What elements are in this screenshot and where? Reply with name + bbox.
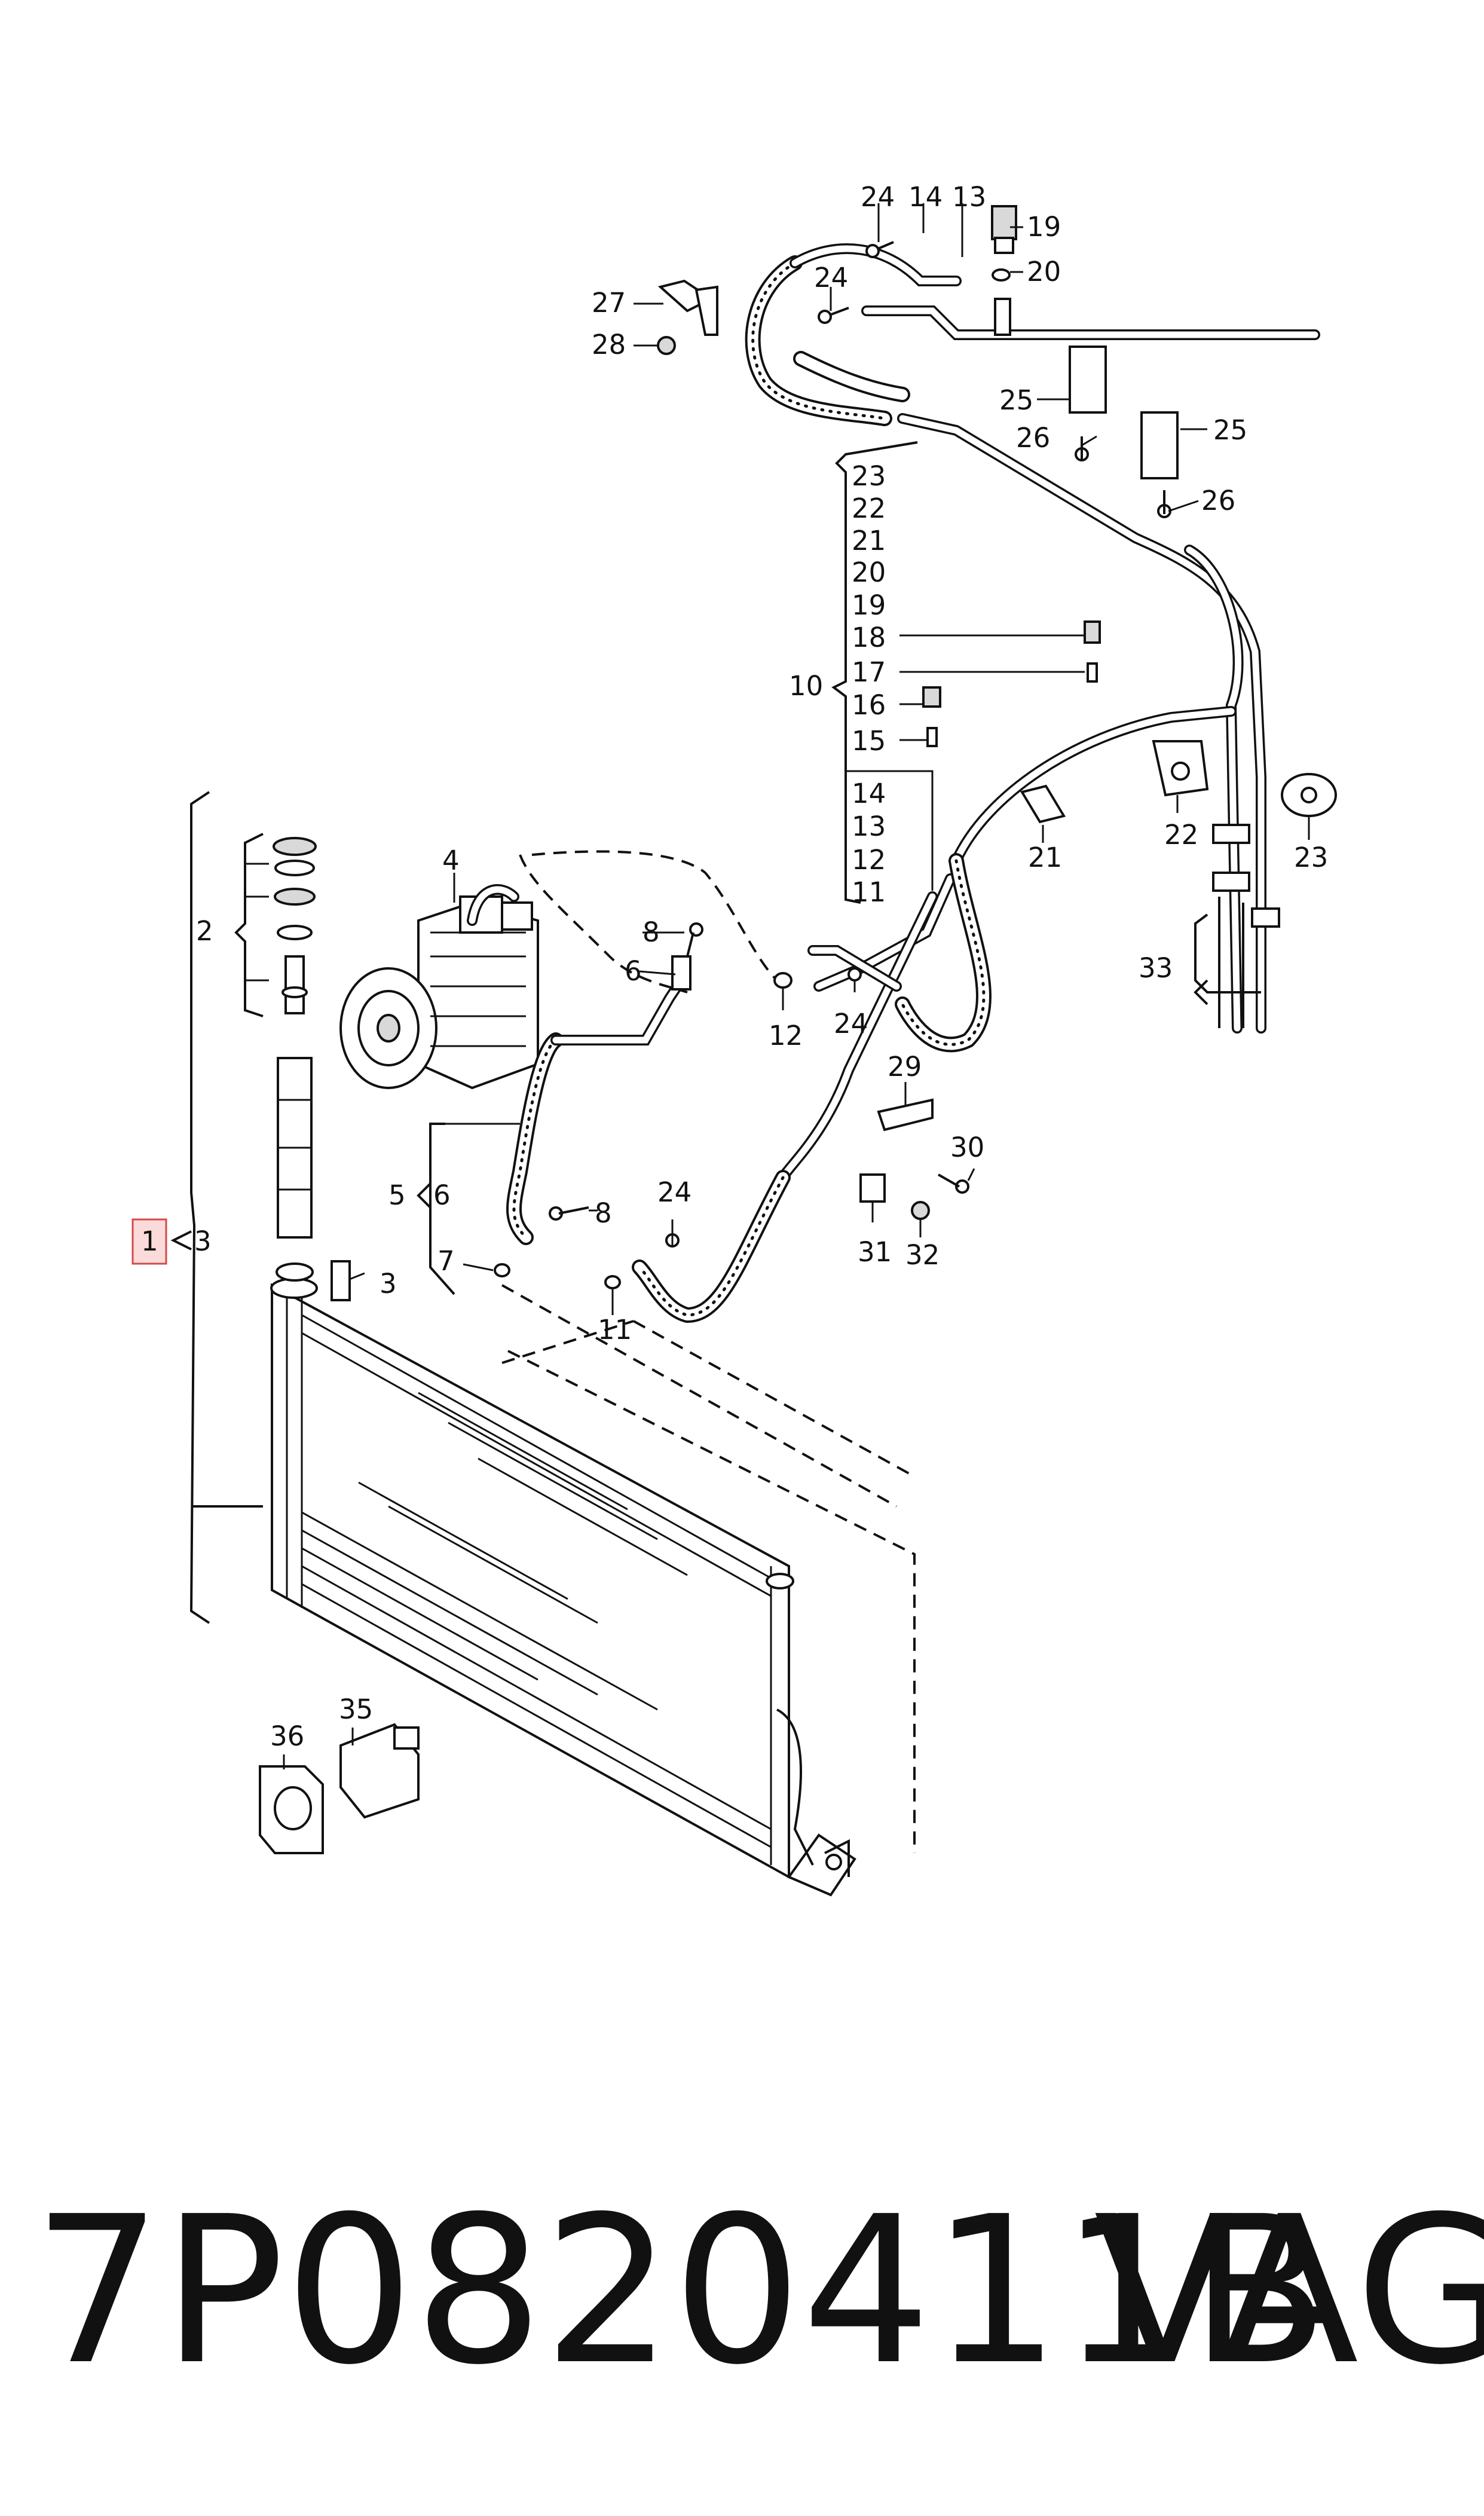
callout-27[interactable]: 27: [592, 287, 626, 319]
callout-24-lower[interactable]: 24: [657, 1176, 691, 1208]
callout-7[interactable]: 7: [437, 1245, 455, 1277]
callout-3-dryer[interactable]: 3: [194, 1225, 212, 1257]
callout-13[interactable]: 13: [952, 181, 986, 213]
leader-lines: [283, 203, 1310, 1769]
callout-11-list[interactable]: 11: [852, 876, 886, 908]
callout-23[interactable]: 23: [1294, 842, 1328, 873]
callout-33[interactable]: 33: [1139, 952, 1173, 984]
callout-10[interactable]: 10: [789, 670, 823, 702]
callout-28[interactable]: 28: [592, 329, 626, 360]
callout-14-list[interactable]: 14: [852, 778, 886, 809]
callout-24-middle[interactable]: 24: [834, 1008, 868, 1040]
callout-13-list[interactable]: 13: [852, 811, 886, 842]
callout-2[interactable]: 2: [196, 915, 213, 947]
callout-19[interactable]: 19: [1027, 211, 1061, 243]
callout-26-right[interactable]: 26: [1201, 485, 1235, 516]
callout-16[interactable]: 16: [852, 689, 886, 721]
callout-5[interactable]: 5: [388, 1179, 406, 1211]
part-number-text: 7P0820411B: [33, 2173, 1329, 2410]
callout-22[interactable]: 22: [1164, 819, 1198, 851]
callout-25-left[interactable]: 25: [999, 384, 1033, 416]
callout-23-list[interactable]: 23: [852, 460, 886, 492]
callout-8-bottom[interactable]: 8: [595, 1197, 612, 1229]
callout-36[interactable]: 36: [270, 1720, 304, 1752]
callout-22-list[interactable]: 22: [852, 493, 886, 524]
callout-6-compressor[interactable]: 6: [625, 955, 642, 987]
callout-8-top[interactable]: 8: [642, 916, 660, 948]
callout-25-right[interactable]: 25: [1213, 414, 1247, 446]
small-parts: [259, 205, 1337, 1854]
callout-32[interactable]: 32: [905, 1239, 940, 1271]
callout-12-list[interactable]: 12: [852, 844, 886, 876]
callout-24-upper[interactable]: 24: [814, 262, 848, 294]
callout-15[interactable]: 15: [852, 725, 886, 757]
callout-30[interactable]: 30: [950, 1132, 984, 1163]
assembly-brackets: [170, 791, 269, 1624]
ac-compressor: [339, 895, 539, 1090]
callout-1[interactable]: 1: [141, 1225, 158, 1257]
callout-17[interactable]: 17: [852, 656, 886, 688]
refrigerant-lines: [467, 243, 1320, 1877]
callout-29[interactable]: 29: [888, 1051, 922, 1083]
brand-text: VAG: [1094, 2173, 1484, 2410]
callout-21-list[interactable]: 21: [852, 525, 886, 557]
callout-20[interactable]: 20: [1027, 256, 1061, 288]
callout-3-bracket[interactable]: 3: [380, 1268, 397, 1300]
receiver-dryer: [273, 837, 317, 1282]
callout-4[interactable]: 4: [442, 845, 460, 876]
condenser: [270, 1260, 856, 1897]
callout-31[interactable]: 31: [858, 1236, 892, 1268]
highlighted-callout-box: [131, 1218, 167, 1265]
callout-11[interactable]: 11: [598, 1314, 632, 1346]
callout-6-hose[interactable]: 6: [433, 1179, 451, 1211]
callout-19-list[interactable]: 19: [852, 589, 886, 621]
callout-18[interactable]: 18: [852, 622, 886, 653]
callout-20-list[interactable]: 20: [852, 557, 886, 588]
callout-labels: 1 3 3 2 4 5 6 6 7 8 8 10 11 11 12 12 13 …: [131, 181, 1328, 1752]
callout-12[interactable]: 12: [769, 1020, 803, 1051]
callout-26-left[interactable]: 26: [1016, 422, 1050, 454]
callout-35[interactable]: 35: [339, 1693, 373, 1725]
callout-14[interactable]: 14: [908, 181, 943, 213]
callout-24-top[interactable]: 24: [861, 181, 895, 213]
callout-21[interactable]: 21: [1028, 842, 1062, 873]
